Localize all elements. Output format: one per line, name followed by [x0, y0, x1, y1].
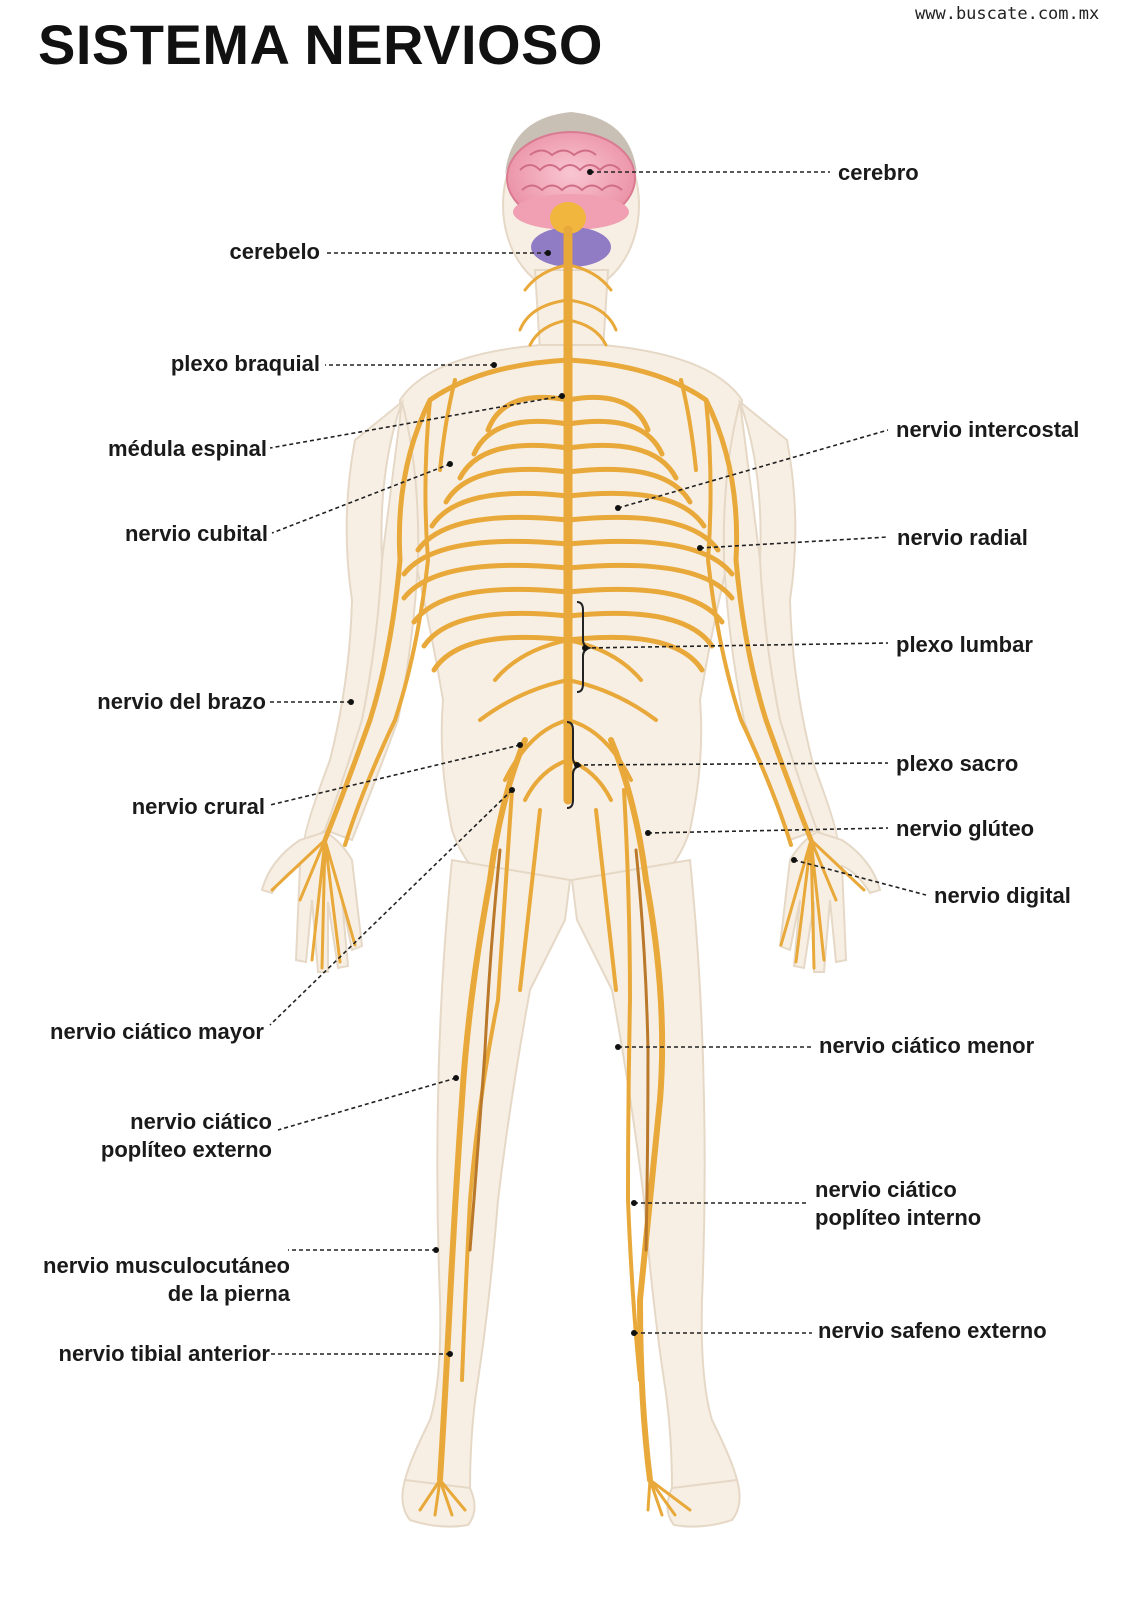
leader-dot [615, 505, 621, 511]
intercostal-nerve [565, 490, 707, 529]
leader-line [271, 463, 451, 534]
leader-dot [517, 742, 523, 748]
leader-dot [509, 787, 515, 793]
intercostal-nerve [565, 586, 725, 625]
leader-dot [697, 545, 703, 551]
leader-dot [433, 1247, 439, 1253]
leader-dot [574, 762, 580, 768]
leader-line [269, 395, 563, 449]
leader-line [647, 827, 889, 834]
label-nervio-safeno-externo: nervio safeno externo [818, 1318, 1047, 1343]
intercostal-nerve [565, 466, 693, 505]
leader-lines [268, 171, 927, 1355]
leader-dot [582, 645, 588, 651]
label-nervio-ciatico-popliteo-externo: nervio ciático poplíteo externo [100, 1109, 272, 1162]
intercostal-nerve [565, 538, 735, 577]
leader-line [576, 762, 889, 766]
leader-dot [631, 1330, 637, 1336]
label-nervio-musculocutaneo: nervio musculocutáneo de la pierna [43, 1253, 290, 1306]
label-nervio-tibial-anterior: nervio tibial anterior [58, 1341, 271, 1366]
leader-dot [491, 362, 497, 368]
label-nervio-del-brazo: nervio del brazo [97, 689, 266, 714]
intercostal-nerve [565, 442, 679, 481]
page-title: SISTEMA NERVIOSO [38, 13, 603, 76]
label-plexo-lumbar: plexo lumbar [896, 632, 1033, 657]
label-cerebelo: cerebelo [229, 239, 321, 264]
intercostal-nerve [457, 442, 571, 481]
brain-stem [550, 202, 586, 234]
label-nervio-cubital: nervio cubital [124, 521, 268, 546]
label-nervio-intercostal: nervio intercostal [896, 417, 1080, 442]
leader-dot [645, 830, 651, 836]
leader-line [617, 429, 889, 509]
leader-dot [631, 1200, 637, 1206]
intercostal-nerve [565, 562, 735, 601]
intercostal-nerve [431, 634, 571, 673]
leader-dot [545, 250, 551, 256]
label-nervio-crural: nervio crural [131, 794, 265, 819]
intercostal-nerve [565, 514, 721, 553]
intercostal-nerve [443, 466, 571, 505]
intercostal-nerve [401, 538, 571, 577]
intercostal-nerve [565, 610, 715, 649]
label-nervio-ciatico-mayor: nervio ciático mayor [50, 1019, 264, 1044]
leader-dot [453, 1075, 459, 1081]
leader-dots [348, 169, 797, 1357]
label-nervio-ciatico-popliteo-interno: nervio ciático poplíteo interno [815, 1177, 982, 1230]
intercostal-nerve [485, 394, 571, 433]
intercostal-nerve [421, 610, 571, 649]
label-nervio-digital: nervio digital [934, 883, 1071, 908]
source-credit: www.buscate.com.mx [915, 4, 1100, 24]
leader-dot [791, 857, 797, 863]
intercostal-nerve [401, 562, 571, 601]
intercostal-nerve [565, 634, 705, 673]
label-cerebro: cerebro [838, 160, 919, 185]
label-plexo-braquial: plexo braquial [170, 351, 320, 376]
hair [505, 112, 637, 175]
label-medula-espinal: médula espinal [108, 436, 267, 461]
intercostal-nerve [471, 418, 571, 457]
leader-line [699, 536, 889, 549]
label-nervio-gluteo: nervio glúteo [896, 816, 1035, 841]
intercostal-nerve [411, 586, 571, 625]
leader-dot [615, 1044, 621, 1050]
intercostal-nerve [415, 514, 571, 553]
leader-line [584, 642, 889, 649]
leader-dot [559, 393, 565, 399]
deep-nerves [468, 848, 650, 1252]
label-plexo-sacro: plexo sacro [896, 751, 1019, 776]
leader-line [277, 1077, 457, 1131]
intercostal-nerve [565, 418, 665, 457]
leader-dot [447, 461, 453, 467]
label-nervio-ciatico-menor: nervio ciático menor [819, 1033, 1035, 1058]
leader-line [269, 789, 513, 1026]
intercostal-nerve [429, 490, 571, 529]
label-nervio-radial: nervio radial [897, 525, 1028, 550]
leader-dot [587, 169, 593, 175]
leader-dot [447, 1351, 453, 1357]
leader-line [269, 744, 521, 806]
leader-dot [348, 699, 354, 705]
intercostal-nerve [565, 394, 651, 433]
leader-line [793, 859, 927, 896]
